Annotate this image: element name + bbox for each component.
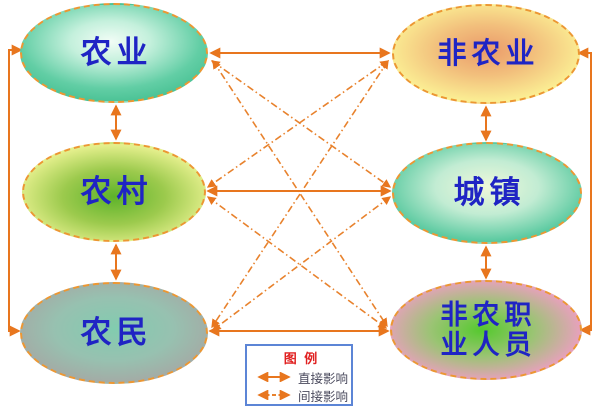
node-non-farm-personnel: 非农职 业人员 xyxy=(390,280,582,380)
node-non-agriculture: 非农业 xyxy=(392,4,580,104)
node-rural-label: 农村 xyxy=(80,173,153,209)
direct-arrow-icon xyxy=(257,372,291,382)
node-farmers-label: 农民 xyxy=(80,314,153,350)
legend-box: 图 例 直接影响 间接影响 xyxy=(245,344,353,406)
legend-item-direct-label: 直接影响 xyxy=(298,371,349,386)
legend-title: 图 例 xyxy=(283,351,320,366)
node-rural: 农村 xyxy=(22,142,206,242)
edge-direct-agriculture-farmers xyxy=(8,44,23,337)
node-town-label: 城镇 xyxy=(453,174,526,210)
legend-item-indirect: 间接影响 xyxy=(252,386,351,404)
edge-indirect-rural-non_farm_personnel xyxy=(206,196,388,329)
legend-item-direct: 直接影响 xyxy=(252,368,351,386)
node-non-farm-personnel-label-line1: 非农职 xyxy=(440,299,537,330)
node-non-agriculture-label: 非农业 xyxy=(437,37,540,70)
node-farmers: 农民 xyxy=(20,282,208,384)
node-town: 城镇 xyxy=(392,142,582,244)
edge-direct-non_agriculture-non_farm_personnel xyxy=(577,47,592,336)
edge-indirect-non_agriculture-rural xyxy=(206,60,390,188)
edge-indirect-town-farmers xyxy=(211,196,392,331)
legend-item-indirect-label: 间接影响 xyxy=(298,389,349,404)
indirect-arrow-icon xyxy=(257,390,291,400)
node-non-farm-personnel-label-line2: 业人员 xyxy=(440,330,537,360)
edge-indirect-agriculture-town xyxy=(210,60,392,188)
node-agriculture-label: 农业 xyxy=(80,34,153,70)
node-agriculture: 农业 xyxy=(20,3,208,103)
